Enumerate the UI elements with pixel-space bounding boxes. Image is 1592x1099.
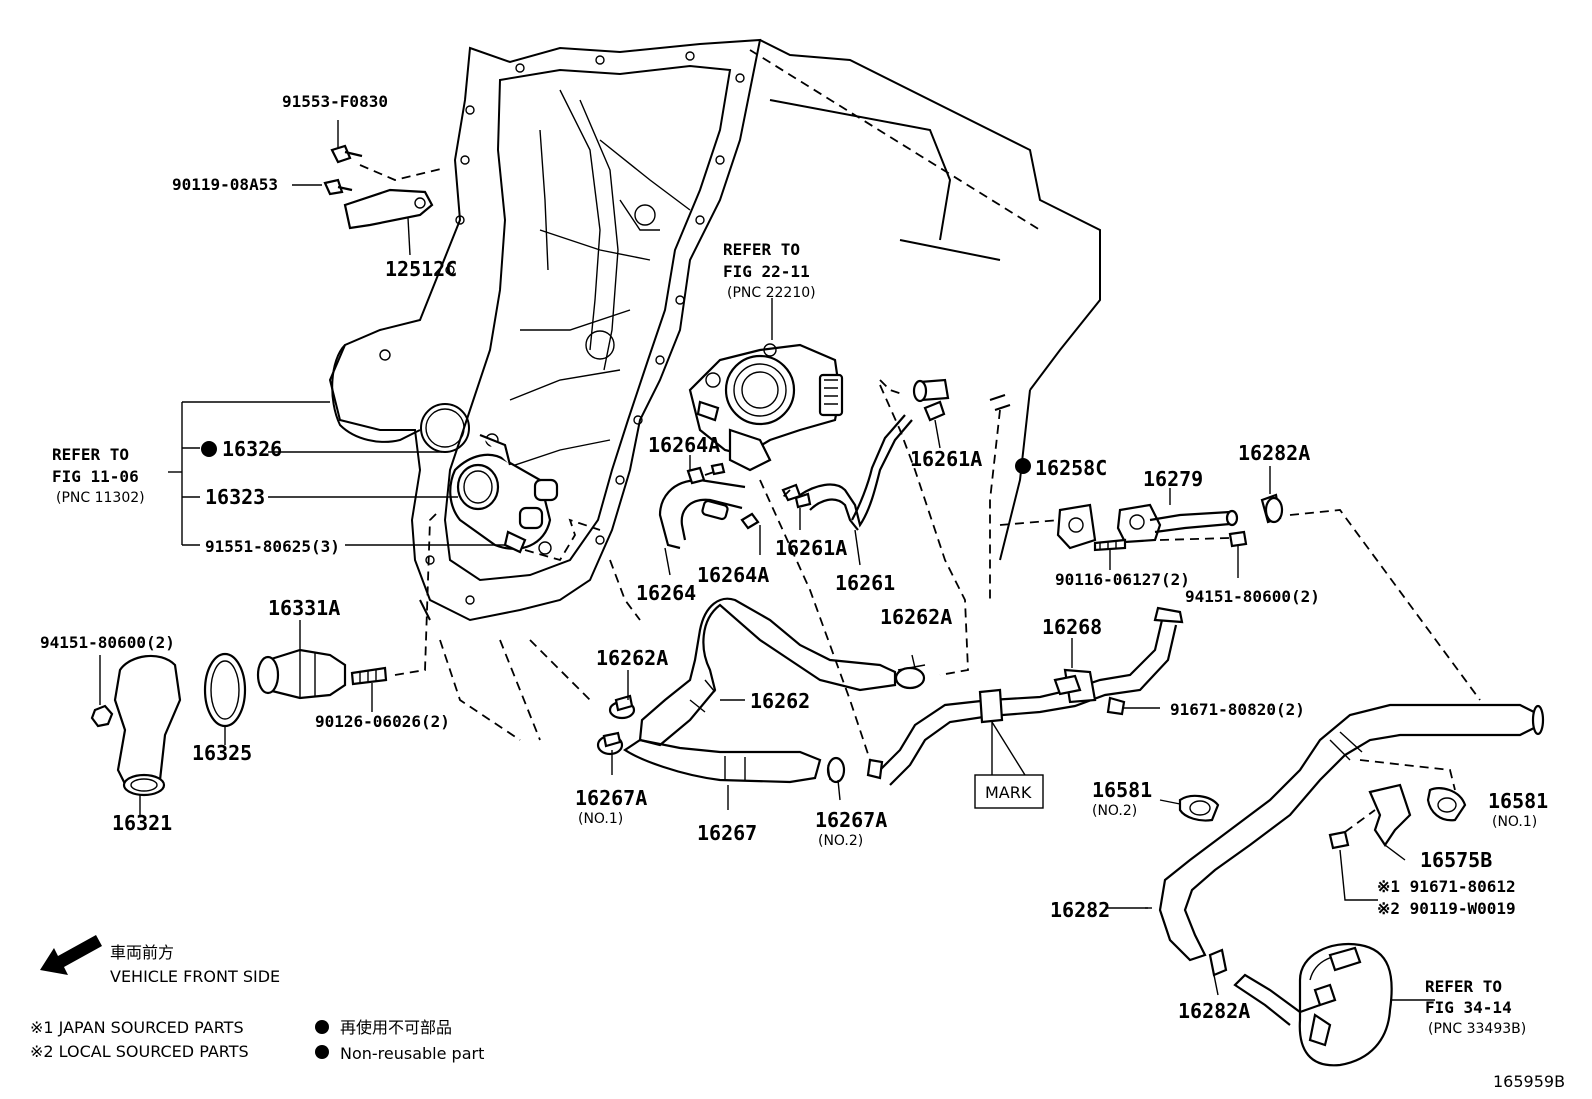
part-labels: 91553-F0830 90119-08A53 12512C REFER TO …: [40, 92, 1548, 1037]
label-90119: 90119-08A53: [172, 175, 278, 194]
hoses-main: [596, 597, 926, 784]
refer-fig3414-line2: FIG 34-14: [1425, 998, 1512, 1017]
label-no2-16581: (NO.2): [1092, 803, 1137, 819]
refer-fig2211-line1: REFER TO: [723, 240, 800, 259]
non-reusable-dot-icon: [315, 1045, 329, 1059]
label-no1-16267a: (NO.1): [578, 811, 623, 827]
label-16282a-top: 16282A: [1238, 441, 1310, 465]
label-16581-no2: 16581: [1092, 778, 1152, 802]
label-16267a-no2: 16267A: [815, 808, 887, 832]
label-90116: 90116-06127(2): [1055, 570, 1190, 589]
label-91551: 91551-80625(3): [205, 537, 340, 556]
label-16261a-right: 16261A: [910, 447, 982, 471]
label-16268: 16268: [1042, 615, 1102, 639]
label-16267a-no1: 16267A: [575, 786, 647, 810]
label-16331a: 16331A: [268, 596, 340, 620]
label-16282: 16282: [1050, 898, 1110, 922]
legend-non-reusable-jp: 再使用不可部品: [340, 1018, 452, 1037]
label-16258c: 16258C: [1035, 456, 1107, 480]
legend: 車両前方 VEHICLE FRONT SIDE ※1 JAPAN SOURCED…: [30, 943, 1565, 1091]
label-16262a-right: 16262A: [880, 605, 952, 629]
oil-cooler: [1233, 942, 1435, 1067]
label-91671-80820: 91671-80820(2): [1170, 700, 1305, 719]
pipe-16279: [999, 488, 1248, 578]
vehicle-front-arrow-icon: [40, 935, 102, 975]
refer-fig3414-line3: (PNC 33493B): [1428, 1021, 1526, 1037]
label-94151-left: 94151-80600(2): [40, 633, 175, 652]
refer-fig1106-line3: (PNC 11302): [56, 490, 145, 506]
non-reusable-dot-icon: [201, 441, 217, 457]
legend-non-reusable-en: Non-reusable part: [340, 1044, 484, 1063]
label-16575b: 16575B: [1420, 848, 1492, 872]
figure-id: 165959B: [1493, 1072, 1565, 1091]
bracket-12512c: [292, 120, 446, 256]
pipe-16268: [866, 606, 1184, 809]
label-91553: 91553-F0830: [282, 92, 388, 111]
refer-fig3414-line1: REFER TO: [1425, 977, 1502, 996]
hose-16282: [1158, 466, 1545, 996]
label-16264a-mid: 16264A: [697, 563, 769, 587]
leader-lines-left: [168, 401, 1152, 909]
label-16264a-top: 16264A: [648, 433, 720, 457]
label-16267: 16267: [697, 821, 757, 845]
refer-fig2211-line2: FIG 22-11: [723, 262, 810, 281]
non-reusable-dot-icon: [315, 1020, 329, 1034]
label-16261a-mid: 16261A: [775, 536, 847, 560]
non-reusable-dot-icon: [1015, 458, 1031, 474]
label-no1-16581: (NO.1): [1492, 814, 1537, 830]
label-16581-no1: 16581: [1488, 789, 1548, 813]
throttle-body: [688, 298, 844, 472]
refer-fig1106-line2: FIG 11-06: [52, 467, 139, 486]
label-90119-w0019: ※2 90119-W0019: [1377, 899, 1516, 918]
label-no2-16267a: (NO.2): [818, 833, 863, 849]
label-16325: 16325: [192, 741, 252, 765]
legend-local-sourced: ※2 LOCAL SOURCED PARTS: [30, 1042, 249, 1061]
label-94151-right: 94151-80600(2): [1185, 587, 1320, 606]
label-16326: 16326: [222, 437, 282, 461]
label-12512c: 12512C: [385, 257, 457, 281]
thermostat-assembly: [90, 509, 441, 815]
refer-fig2211-line3: (PNC 22210): [727, 285, 816, 301]
mark-box-label: MARK: [985, 783, 1032, 802]
label-16321: 16321: [112, 811, 172, 835]
front-label-jp: 車両前方: [110, 943, 174, 962]
label-16323: 16323: [205, 485, 265, 509]
engine-outline: [328, 38, 1101, 741]
hoses-throttle: [609, 378, 969, 761]
label-16264: 16264: [636, 581, 696, 605]
legend-japan-sourced: ※1 JAPAN SOURCED PARTS: [30, 1018, 244, 1037]
label-90126: 90126-06026(2): [315, 712, 450, 731]
label-16282a-bottom: 16282A: [1178, 999, 1250, 1023]
refer-fig1106-line1: REFER TO: [52, 445, 129, 464]
label-91671-80612: ※1 91671-80612: [1377, 877, 1516, 896]
label-16261: 16261: [835, 571, 895, 595]
label-16262: 16262: [750, 689, 810, 713]
front-label-en: VEHICLE FRONT SIDE: [110, 967, 280, 986]
water-inlet-housing: [449, 433, 601, 562]
label-16262a-left: 16262A: [596, 646, 668, 670]
label-16279: 16279: [1143, 467, 1203, 491]
